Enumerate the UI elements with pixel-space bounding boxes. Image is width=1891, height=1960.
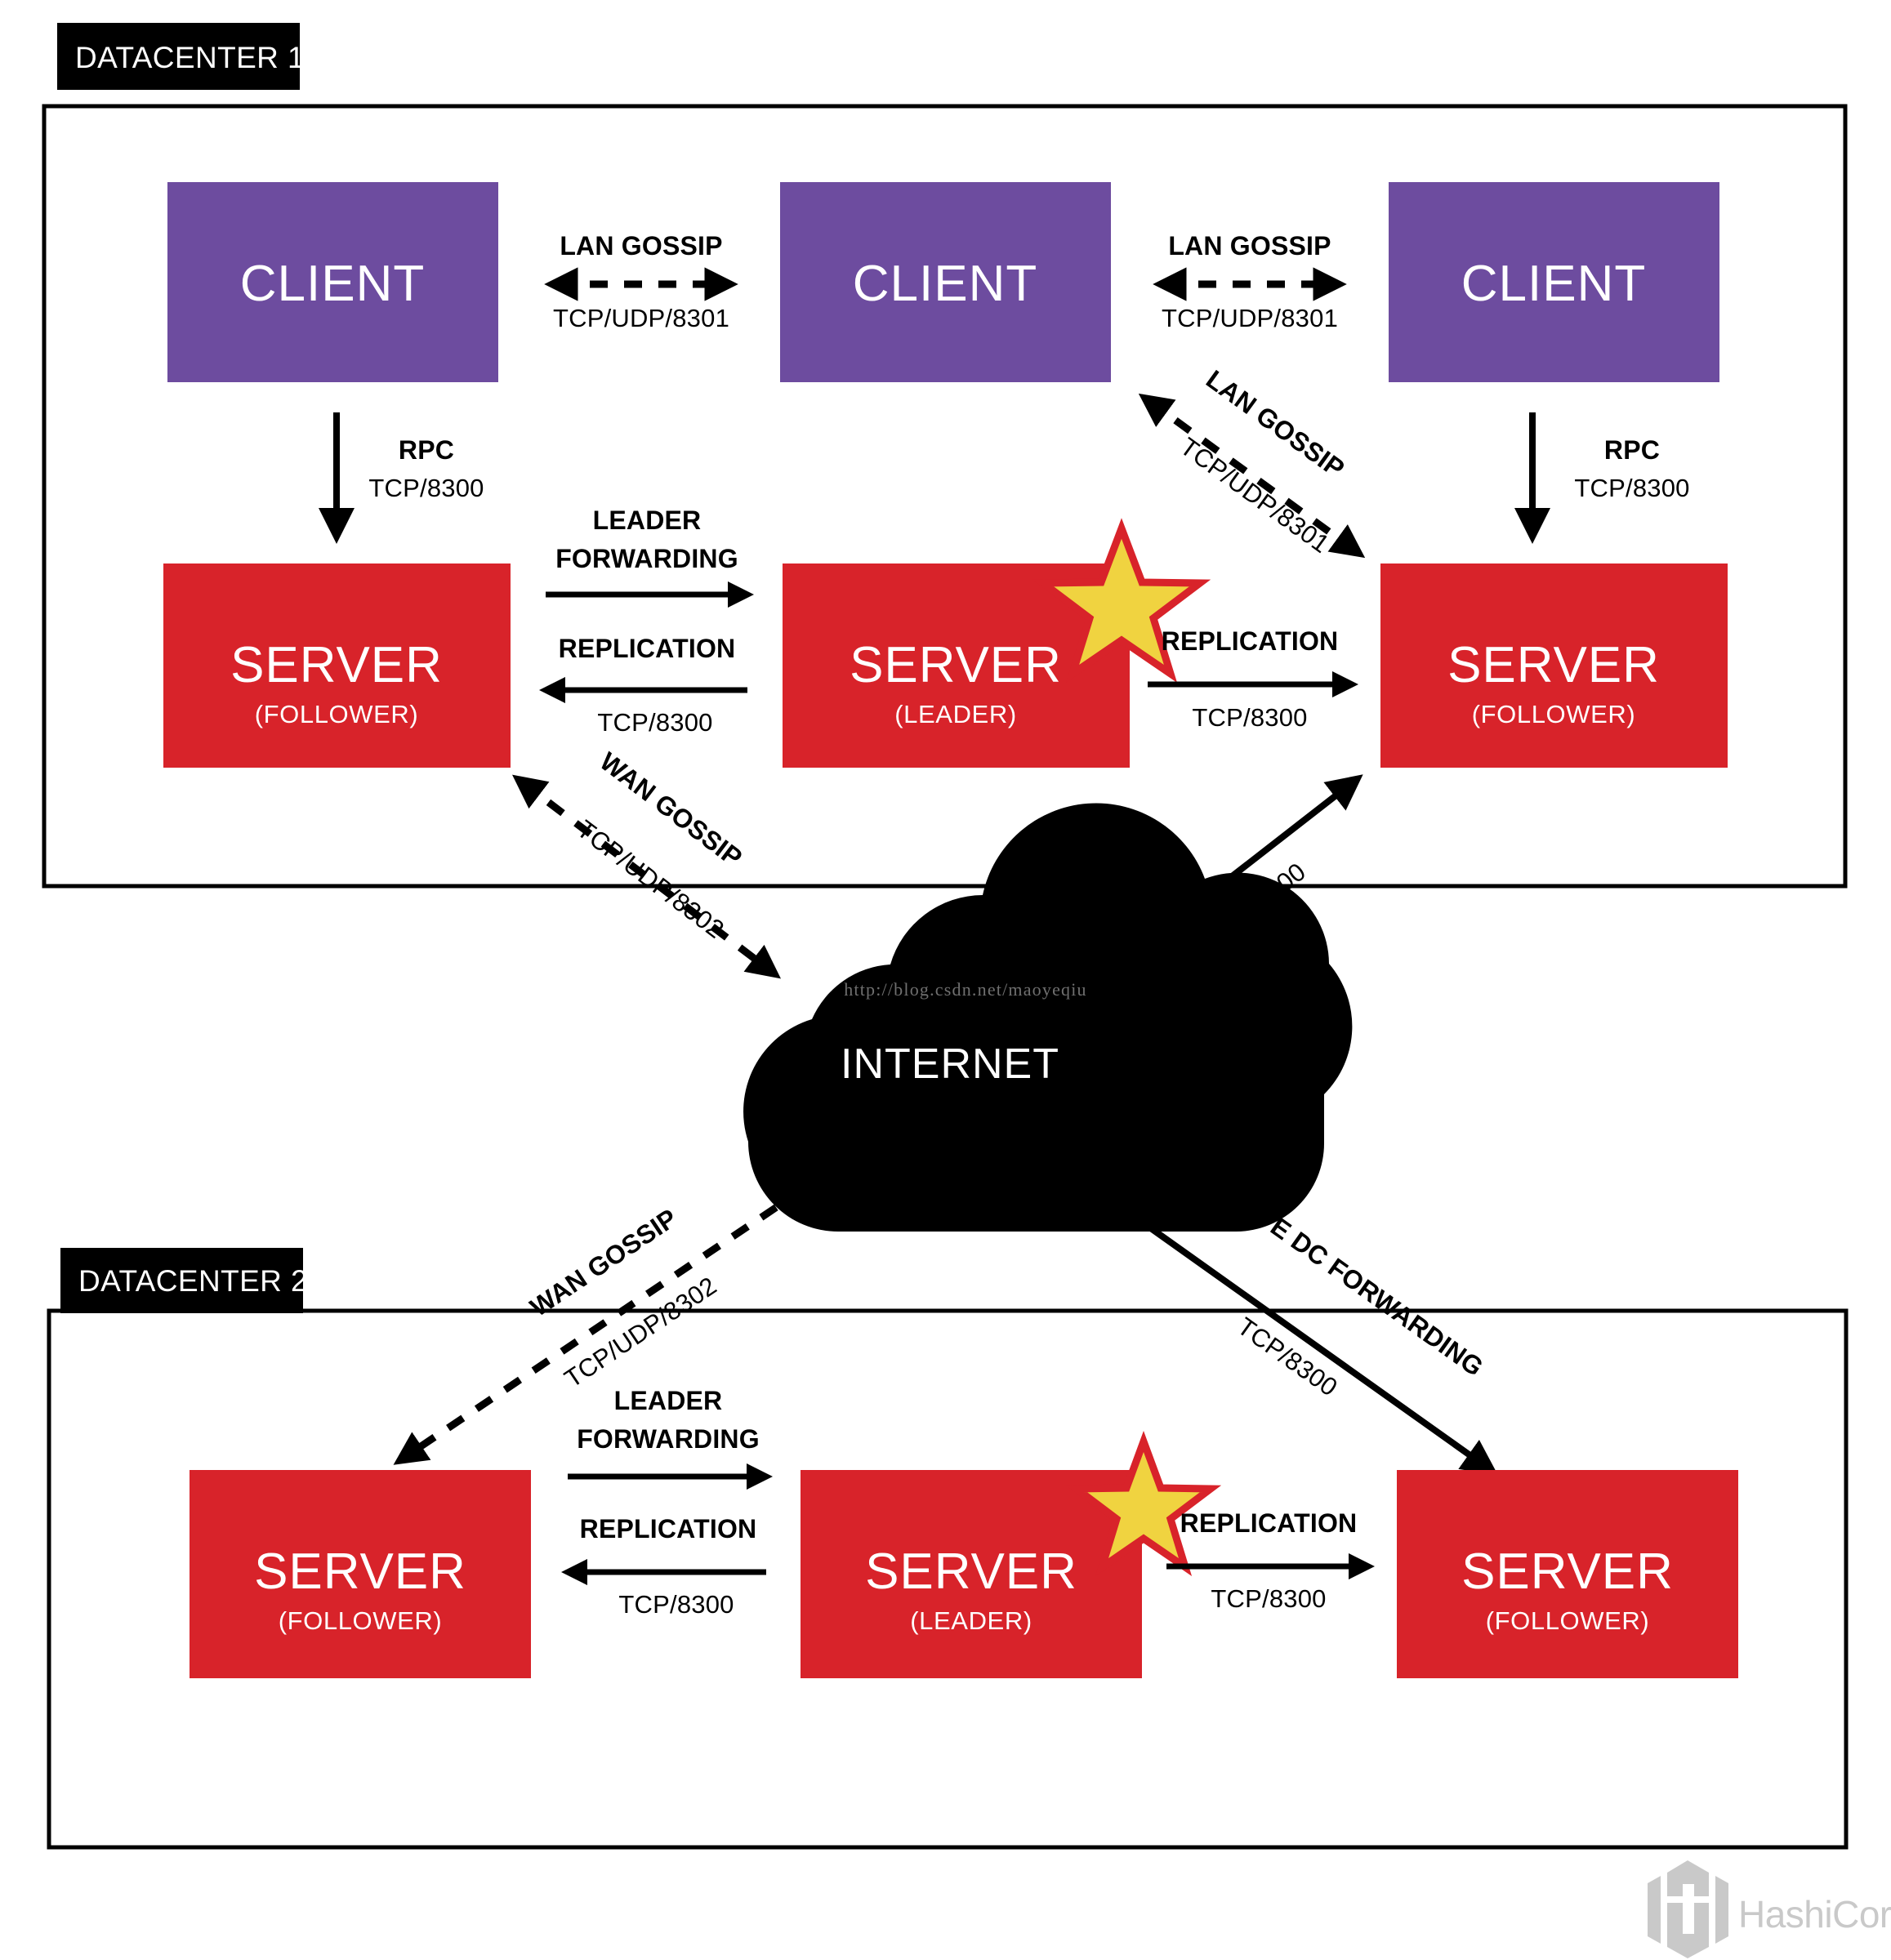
datacenter-1-frame bbox=[42, 104, 1848, 889]
dc2-server-center-role: (LEADER) bbox=[910, 1606, 1032, 1635]
dc2-wan-gossip: WAN GOSSIP TCP/UDP/8302 bbox=[393, 1182, 814, 1465]
dc1-leader-forwarding-name-line1: LEADER bbox=[593, 506, 702, 535]
hashicorp-logo-text: HashiCorp bbox=[1738, 1893, 1891, 1936]
dc1-server-right-box[interactable] bbox=[1380, 564, 1728, 768]
dc1-rpc-right-port: TCP/8300 bbox=[1574, 474, 1689, 502]
dc1-client-1[interactable]: CLIENT bbox=[167, 182, 498, 382]
dc1-leader-forwarding: LEADER FORWARDING bbox=[546, 506, 755, 608]
dc2-server-right-label: SERVER bbox=[1461, 1544, 1674, 1600]
dc2-leader-forwarding-name-line2: FORWARDING bbox=[577, 1424, 760, 1454]
dc2-server-right-role: (FOLLOWER) bbox=[1486, 1606, 1650, 1635]
dc2-leader-forwarding-name-line1: LEADER bbox=[614, 1386, 723, 1415]
datacenter-1-label: DATACENTER 1 bbox=[75, 41, 305, 74]
dc1-server-left-label: SERVER bbox=[230, 637, 443, 693]
dc2-replication-right-name: REPLICATION bbox=[1180, 1508, 1358, 1538]
dc2-replication-right-port: TCP/8300 bbox=[1211, 1584, 1326, 1613]
dc1-client-3-label: CLIENT bbox=[1461, 256, 1646, 312]
internet-cloud: http://blog.csdn.net/maoyeqiu INTERNET bbox=[743, 803, 1353, 1232]
dc2-server-left[interactable]: SERVER (FOLLOWER) bbox=[190, 1470, 531, 1678]
datacenter-2-label: DATACENTER 2 bbox=[78, 1264, 308, 1298]
dc2-server-left-role: (FOLLOWER) bbox=[279, 1606, 443, 1635]
datacenter-1-tab bbox=[57, 23, 300, 90]
dc2-wan-gossip-arrow bbox=[393, 1182, 814, 1465]
dc1-lan-gossip-1: LAN GOSSIP TCP/UDP/8301 bbox=[544, 231, 738, 332]
datacenter-2-tab bbox=[60, 1248, 303, 1313]
dc2-server-left-label: SERVER bbox=[254, 1544, 466, 1600]
dc1-replication-right-port: TCP/8300 bbox=[1192, 703, 1307, 732]
dc1-replication-right-name: REPLICATION bbox=[1162, 626, 1339, 656]
dc1-rpc-right-name: RPC bbox=[1604, 435, 1660, 465]
dc2-replication-left-name: REPLICATION bbox=[580, 1514, 757, 1544]
dc1-lan-gossip-2-port: TCP/UDP/8301 bbox=[1162, 304, 1338, 332]
dc1-client-2-label: CLIENT bbox=[853, 256, 1037, 312]
dc1-lan-gossip-2-name: LAN GOSSIP bbox=[1168, 231, 1331, 261]
dc1-server-center-label: SERVER bbox=[850, 637, 1062, 693]
dc1-server-left-role: (FOLLOWER) bbox=[255, 700, 419, 728]
dc2-leader-star bbox=[1065, 1430, 1222, 1576]
internet-label: INTERNET bbox=[841, 1040, 1059, 1088]
dc1-rpc-left-name: RPC bbox=[399, 435, 454, 465]
dc2-replication-right: REPLICATION TCP/8300 bbox=[1166, 1508, 1376, 1613]
dc2-server-center-box[interactable] bbox=[801, 1470, 1142, 1678]
dc1-rpc-left-port: TCP/8300 bbox=[368, 474, 484, 502]
dc2-server-center-label: SERVER bbox=[865, 1544, 1077, 1600]
dc1-lan-gossip-diagonal: LAN GOSSIP TCP/UDP/8301 bbox=[1138, 364, 1366, 559]
dc1-server-center-role: (LEADER) bbox=[894, 700, 1017, 728]
dc2-leader-forwarding: LEADER FORWARDING bbox=[568, 1386, 774, 1490]
dc2-server-right[interactable]: SERVER (FOLLOWER) bbox=[1397, 1470, 1738, 1678]
datacenter-2-group: DATACENTER 2 bbox=[47, 1248, 1849, 1850]
remote-dc-forwarding-arrow bbox=[1092, 1185, 1498, 1476]
dc1-server-left[interactable]: SERVER (FOLLOWER) bbox=[163, 564, 511, 768]
dc1-replication-left: REPLICATION TCP/8300 bbox=[538, 634, 747, 737]
dc1-server-right-label: SERVER bbox=[1447, 637, 1660, 693]
dc1-replication-right: REPLICATION TCP/8300 bbox=[1148, 626, 1359, 732]
datacenter-2-frame bbox=[47, 1308, 1849, 1850]
dc1-leader-forwarding-name-line2: FORWARDING bbox=[555, 544, 738, 573]
dc1-replication-left-name: REPLICATION bbox=[559, 634, 736, 663]
dc1-lan-gossip-1-port: TCP/UDP/8301 bbox=[553, 304, 729, 332]
dc1-lan-gossip-2: LAN GOSSIP TCP/UDP/8301 bbox=[1153, 231, 1347, 332]
dc1-lan-gossip-diagonal-arrow bbox=[1138, 393, 1366, 559]
remote-dc-forwarding-name: REMOTE DC FORWARDING bbox=[1188, 1156, 1489, 1382]
dc1-rpc-right: RPC TCP/8300 bbox=[1514, 412, 1689, 544]
dc2-server-center[interactable]: SERVER (LEADER) bbox=[801, 1470, 1142, 1678]
dc2-replication-left-port: TCP/8300 bbox=[618, 1590, 734, 1619]
internet-watermark: http://blog.csdn.net/maoyeqiu bbox=[844, 979, 1087, 1000]
dc1-client-1-box[interactable] bbox=[167, 182, 498, 382]
dc1-replication-left-port: TCP/8300 bbox=[597, 708, 712, 737]
internet-cloud-shape bbox=[743, 803, 1353, 1232]
dc1-client-3[interactable]: CLIENT bbox=[1389, 182, 1719, 382]
dc2-server-left-box[interactable] bbox=[190, 1470, 531, 1678]
dc1-server-right[interactable]: SERVER (FOLLOWER) bbox=[1380, 564, 1728, 768]
hashicorp-logo-mark bbox=[1648, 1860, 1728, 1958]
hashicorp-logo: HashiCorp bbox=[1648, 1860, 1891, 1958]
dc2-replication-left: REPLICATION TCP/8300 bbox=[560, 1514, 766, 1619]
dc1-server-left-box[interactable] bbox=[163, 564, 511, 768]
dc1-client-2-box[interactable] bbox=[780, 182, 1111, 382]
dc1-client-3-box[interactable] bbox=[1389, 182, 1719, 382]
dc1-leader-star bbox=[1032, 518, 1211, 683]
datacenter-1-group: DATACENTER 1 bbox=[42, 23, 1848, 889]
dc1-lan-gossip-1-name: LAN GOSSIP bbox=[560, 231, 722, 261]
dc1-server-right-role: (FOLLOWER) bbox=[1472, 700, 1636, 728]
dc1-client-1-label: CLIENT bbox=[240, 256, 425, 312]
dc1-rpc-left: RPC TCP/8300 bbox=[319, 412, 484, 544]
dc2-server-right-box[interactable] bbox=[1397, 1470, 1738, 1678]
dc1-wan-gossip: WAN GOSSIP TCP/UDP/8302 bbox=[512, 746, 781, 979]
dc1-client-2[interactable]: CLIENT bbox=[780, 182, 1111, 382]
